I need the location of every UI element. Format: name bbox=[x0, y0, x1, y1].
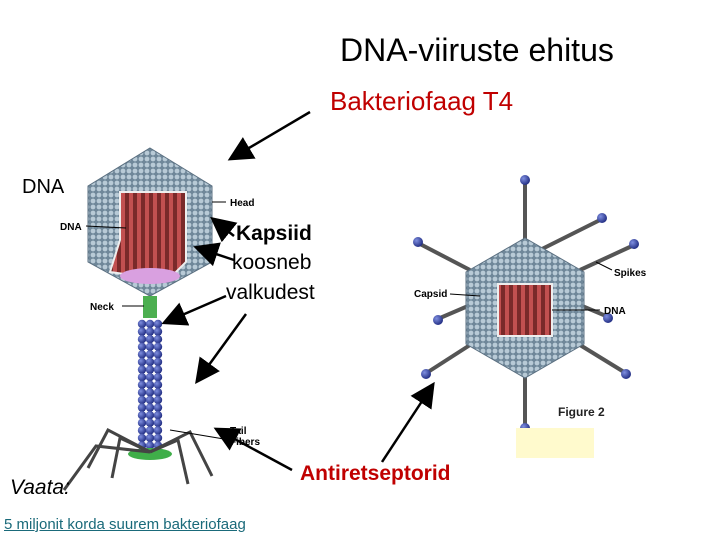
arrow-antiretseptorid-left bbox=[213, 427, 293, 472]
t4-neck-label: Neck bbox=[90, 302, 114, 313]
t4-neck bbox=[143, 296, 157, 318]
t4-tail bbox=[137, 319, 163, 450]
t4-fibers-label: Fibers bbox=[230, 437, 260, 448]
t4-tail-label: Tail bbox=[230, 426, 247, 437]
bacteriophage-link[interactable]: 5 miljonit korda suurem bakteriofaag bbox=[4, 516, 246, 533]
arrow-kapsiid-to-head bbox=[210, 216, 238, 243]
t4-phage-illustration: Head DNA Neck Tail Fibers bbox=[60, 147, 260, 491]
t4-inner-proteins bbox=[120, 268, 180, 284]
page-subtitle: Bakteriofaag T4 bbox=[330, 86, 514, 116]
figure2-caption: Figure 2 bbox=[558, 405, 605, 419]
page-title: DNA-viiruste ehitus bbox=[340, 32, 614, 68]
arrow-koosneb bbox=[193, 242, 235, 267]
arrow-title-to-head bbox=[227, 110, 311, 161]
t4-dna-cutaway bbox=[108, 191, 187, 282]
antiretseptorid-label: Antiretseptorid bbox=[300, 462, 451, 485]
valkudest-label: valkudest bbox=[226, 281, 315, 304]
figure2-dna-cutaway bbox=[497, 283, 553, 337]
t4-head-label: Head bbox=[230, 198, 254, 209]
t4-tail-fibers bbox=[62, 427, 214, 491]
annotation-arrows bbox=[161, 110, 435, 472]
koosneb-label: koosneb bbox=[232, 251, 312, 274]
figure2-capsid-label: Capsid bbox=[414, 289, 447, 300]
vaata-label: Vaata: bbox=[10, 476, 70, 499]
arrow-to-tail bbox=[195, 313, 248, 385]
arrow-valkudest-to-neck bbox=[161, 294, 227, 326]
dna-label: DNA bbox=[22, 176, 65, 198]
highlight-box bbox=[516, 428, 594, 458]
kapsiid-label: Kapsiid bbox=[236, 222, 312, 245]
figure2-spikes-label: Spikes bbox=[614, 268, 647, 279]
arrow-antiretseptorid-right bbox=[380, 381, 435, 463]
figure2-phage-illustration: Capsid DNA Spikes Figure 2 bbox=[413, 175, 647, 433]
t4-dna-small-label: DNA bbox=[60, 222, 82, 233]
figure2-dna-label: DNA bbox=[604, 306, 626, 317]
